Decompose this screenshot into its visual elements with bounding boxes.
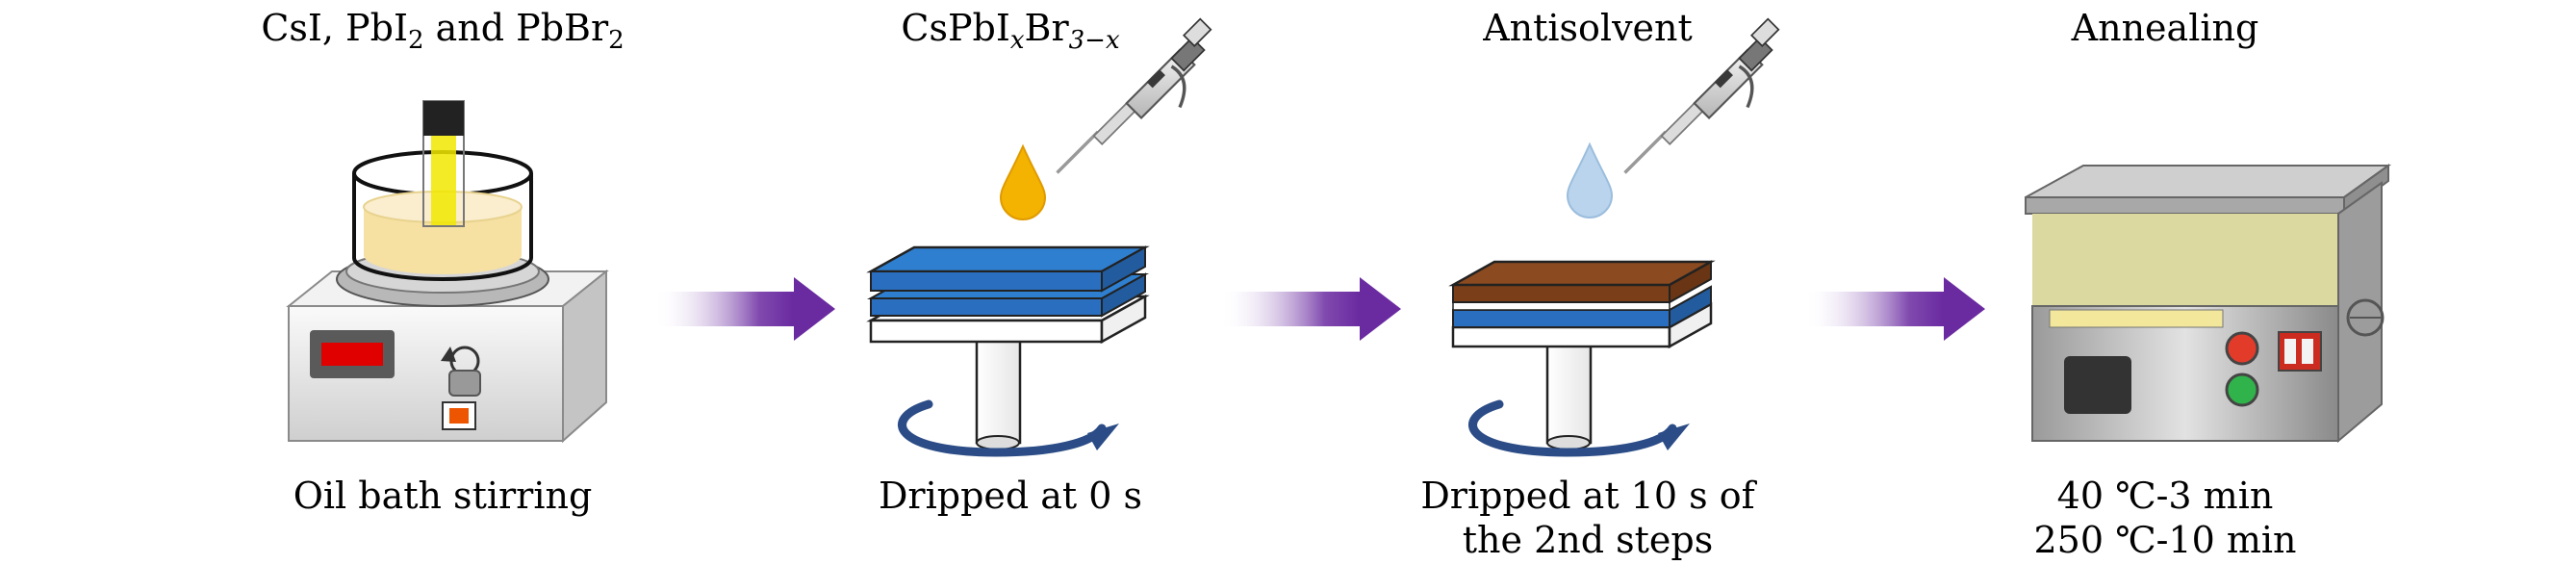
process-arrow-icon bbox=[1804, 277, 1985, 341]
hot-plate-icon bbox=[2025, 164, 2392, 444]
step-3-top-label: Antisolvent bbox=[1483, 7, 1693, 49]
process-arrow-icon bbox=[654, 277, 835, 341]
antisolvent-drop-icon bbox=[1566, 141, 1614, 218]
stirrer-icon bbox=[286, 100, 609, 444]
step-4-top-label: Annealing bbox=[2071, 7, 2259, 49]
step-1-top-label: CsI, PbI2 and PbBr2 bbox=[261, 7, 625, 55]
spin-coater-icon bbox=[1448, 260, 1716, 452]
step-1-bottom-label: Oil bath stirring bbox=[293, 475, 593, 517]
step-2-top-label: CsPbIxBr3−x bbox=[901, 7, 1120, 55]
process-arrow-icon bbox=[1220, 277, 1401, 341]
precursor-drop-icon bbox=[999, 143, 1047, 220]
step-2-bottom-label: Dripped at 0 s bbox=[878, 475, 1143, 517]
spin-coater-icon bbox=[866, 245, 1150, 452]
